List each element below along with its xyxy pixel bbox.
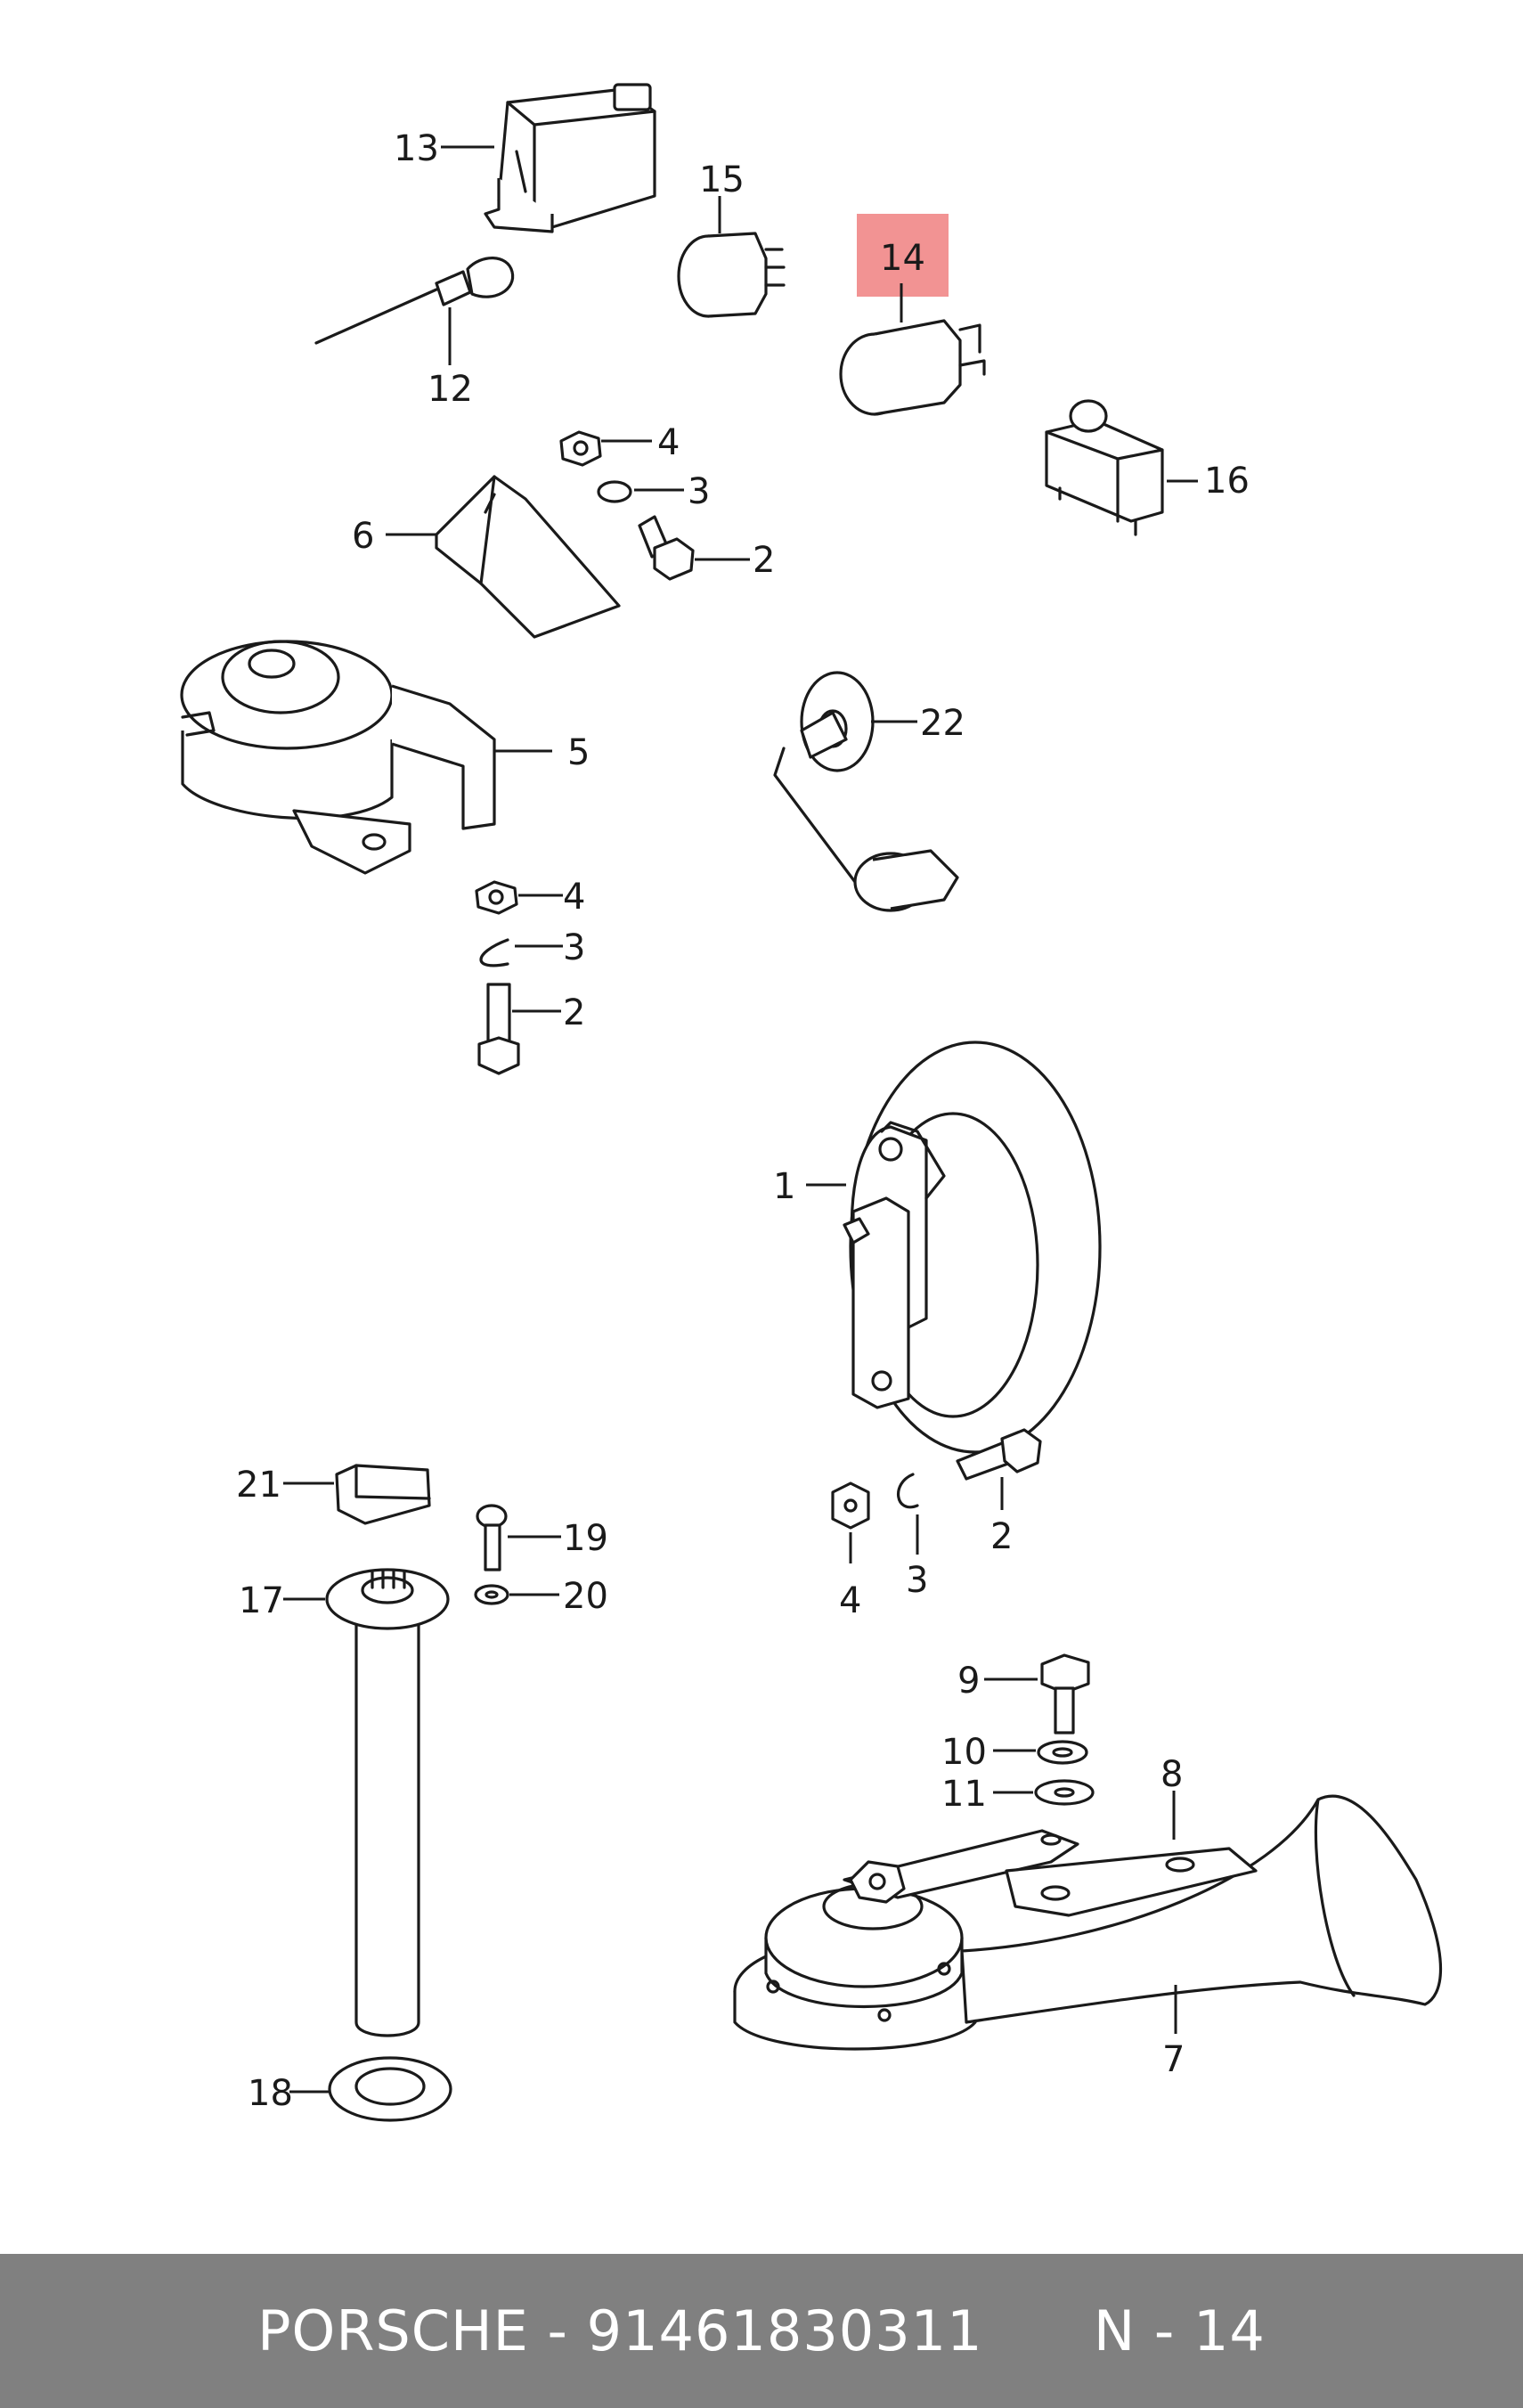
part-3-washer-mid[interactable] <box>479 938 509 967</box>
part-info-footer: PORSCHE - 91461830311 N - 14 <box>0 2254 1523 2408</box>
callout-6: 6 <box>352 516 374 557</box>
callout-3-low: 3 <box>906 1560 928 1601</box>
part-7-trumpet-horn[interactable] <box>733 1794 1442 2051</box>
callout-3-top: 3 <box>688 471 710 512</box>
part-2-bolt-low[interactable] <box>956 1428 1042 1481</box>
part-2-bolt-top[interactable] <box>638 515 695 581</box>
part-19-screw[interactable] <box>476 1504 508 1571</box>
part-11-washer[interactable] <box>1034 1779 1095 1806</box>
part-9-bolt[interactable] <box>1040 1653 1090 1735</box>
part-22-level-sender[interactable] <box>773 671 959 912</box>
part-5-horn[interactable] <box>180 640 496 875</box>
callout-3-mid: 3 <box>563 927 585 968</box>
part-15-switch[interactable] <box>677 232 786 318</box>
part-number: 91461830311 <box>586 2298 983 2363</box>
footer-spacer <box>983 2298 1094 2363</box>
part-21-cap[interactable] <box>335 1464 431 1525</box>
callout-2-mid: 2 <box>563 992 585 1033</box>
part-4-nut-mid[interactable] <box>475 880 518 915</box>
part-3-washer-top[interactable] <box>597 480 632 503</box>
callout-7: 7 <box>1162 2039 1185 2080</box>
part-4-nut-low[interactable] <box>831 1482 870 1530</box>
callout-18: 18 <box>248 2073 293 2114</box>
callout-12: 12 <box>428 369 473 410</box>
callout-1: 1 <box>773 1166 795 1207</box>
part-18-gasket[interactable] <box>328 2056 452 2122</box>
part-16-micro-switch[interactable] <box>1045 399 1164 536</box>
part-4-nut-top[interactable] <box>559 430 602 467</box>
callout-19: 19 <box>563 1518 608 1559</box>
part-8-bracket[interactable] <box>843 1829 1258 1917</box>
part-10-washer[interactable] <box>1037 1740 1088 1765</box>
callout-8: 8 <box>1161 1754 1183 1795</box>
part-13-relay[interactable] <box>484 83 656 233</box>
brand-name: PORSCHE <box>257 2298 529 2363</box>
callout-9: 9 <box>957 1661 980 1702</box>
callout-21: 21 <box>236 1465 281 1506</box>
highlight-14 <box>857 214 949 297</box>
callout-13: 13 <box>394 128 439 169</box>
callout-20: 20 <box>563 1576 608 1617</box>
callout-2-top: 2 <box>753 540 775 581</box>
callout-15: 15 <box>699 159 745 200</box>
part-12-temperature-sender[interactable] <box>314 257 515 345</box>
part-17-tube[interactable] <box>325 1568 450 2037</box>
callout-16: 16 <box>1204 461 1250 502</box>
callout-22: 22 <box>920 703 965 744</box>
part-20-washer[interactable] <box>474 1584 509 1605</box>
footer-separator: - <box>528 2298 587 2363</box>
part-14-capacitor[interactable] <box>839 319 986 416</box>
callout-4-low: 4 <box>839 1580 861 1621</box>
callout-4-mid: 4 <box>563 877 585 918</box>
part-1-disc-horn[interactable] <box>843 1041 1102 1454</box>
position-label: N - 14 <box>1093 2298 1266 2363</box>
parts-diagram: 13 12 15 14 16 4 3 <box>180 83 1442 2122</box>
part-3-washer-low[interactable] <box>897 1473 919 1509</box>
part-6-bracket[interactable] <box>435 475 621 639</box>
part-2-bolt-mid[interactable] <box>477 983 520 1075</box>
callout-10: 10 <box>941 1732 987 1773</box>
callout-11: 11 <box>941 1774 987 1815</box>
callout-4-top: 4 <box>657 422 680 463</box>
callout-2-low: 2 <box>990 1516 1013 1557</box>
callout-17: 17 <box>239 1580 284 1621</box>
callout-14: 14 <box>880 238 925 279</box>
callout-5: 5 <box>567 732 590 773</box>
